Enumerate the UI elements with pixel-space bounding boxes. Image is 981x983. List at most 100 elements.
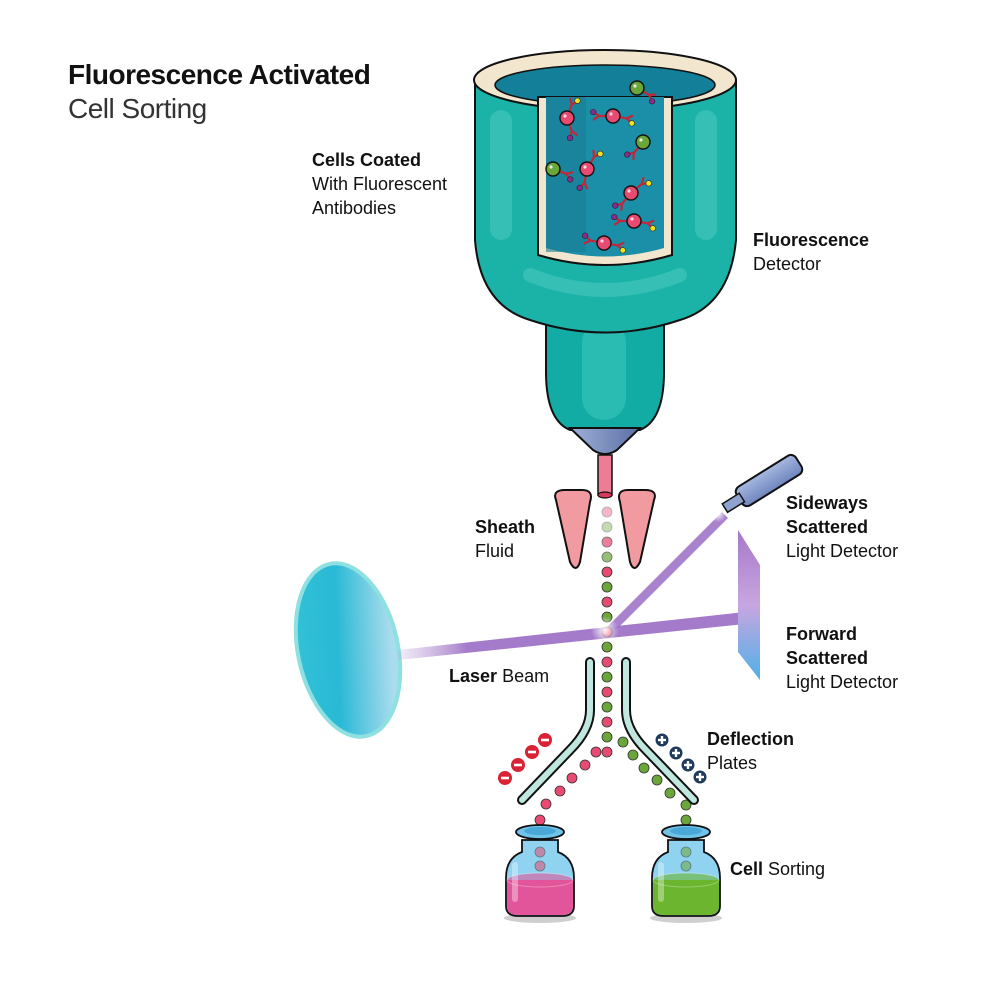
stem-highlight xyxy=(582,320,626,420)
stream-cell-pink xyxy=(601,506,613,518)
green-cell xyxy=(629,80,645,96)
vial-liquid-surface xyxy=(652,872,720,888)
coated-cell xyxy=(611,213,656,232)
vial-cell xyxy=(680,846,692,858)
coated-cell xyxy=(559,97,581,142)
stream-cell-green xyxy=(601,551,613,563)
vial-highlight xyxy=(512,862,518,902)
cell-highlight xyxy=(600,239,604,243)
stream-cell-pink xyxy=(601,596,613,608)
antibody-arm xyxy=(592,149,596,157)
label-laser-bold: Laser xyxy=(449,666,498,686)
cell-highlight xyxy=(563,114,567,118)
stream-cell-green xyxy=(601,521,613,533)
vial-liquid xyxy=(507,880,573,915)
label-sideways-regular: Light Detector xyxy=(786,541,899,561)
fluorescent-tag xyxy=(624,151,631,158)
bowl-highlight-bottom xyxy=(523,268,687,297)
deflection-plate-left-fill xyxy=(519,659,593,803)
cell-highlight xyxy=(630,217,634,221)
label-deflection-plates: Deflection Plates xyxy=(707,727,794,775)
vial-opening xyxy=(524,827,556,835)
fluorescent-tag xyxy=(628,120,635,127)
stream-cell-pink xyxy=(601,656,613,668)
label-forward-bold-1: Forward xyxy=(786,624,858,644)
label-fluorescence-detector-regular: Detector xyxy=(753,254,822,274)
fluorescent-tag xyxy=(597,150,604,157)
label-sheath-fluid-bold: Sheath xyxy=(475,517,536,537)
label-laser-regular: Beam xyxy=(502,666,550,686)
label-cells-coated: Cells Coated With Fluorescent Antibodies xyxy=(312,148,447,220)
stream-cell-green xyxy=(601,671,613,683)
cell-stream xyxy=(534,506,692,839)
label-cells-coated-line2: With Fluorescent xyxy=(312,174,448,194)
stream-cell-green xyxy=(601,701,613,713)
plus-sign-v xyxy=(698,773,702,781)
fluorescent-tag xyxy=(612,202,619,209)
positive-charge-icon xyxy=(681,758,695,772)
fluorescent-tag xyxy=(576,184,583,191)
deflection-plate-right-fill xyxy=(623,659,697,803)
minus-sign xyxy=(528,750,536,754)
fluorescence-detector xyxy=(473,49,737,455)
bowl-highlight-left xyxy=(490,110,512,240)
sheath-fluid-right xyxy=(618,489,656,569)
sideways-detector-glow xyxy=(710,506,726,522)
label-fluorescence-detector: Fluorescence Detector xyxy=(753,228,869,276)
antibody-arm xyxy=(640,176,645,185)
plus-sign-v xyxy=(674,749,678,757)
fluorescent-tag xyxy=(649,98,656,105)
vial-opening xyxy=(670,827,702,835)
cell-highlight xyxy=(639,138,643,142)
sheath-fluid-left xyxy=(554,489,592,569)
fluorescent-tag xyxy=(590,108,597,116)
antibody-arm xyxy=(583,239,591,245)
deflected-cell-pink xyxy=(554,785,566,797)
deflected-cell-green xyxy=(680,799,692,811)
positive-charge-icon xyxy=(693,770,707,784)
coated-cell xyxy=(582,232,626,254)
antibody-arm xyxy=(592,115,600,121)
sideways-scatter-beam xyxy=(604,512,728,636)
bowl-highlight-right xyxy=(695,110,717,240)
label-sheath-fluid: Sheath Fluid xyxy=(475,515,535,563)
stream-cell-green xyxy=(601,581,613,593)
green-cell xyxy=(545,161,561,177)
deflected-cell-green xyxy=(680,814,692,826)
coated-cell xyxy=(629,80,657,105)
cells-in-reservoir xyxy=(545,80,657,254)
label-forward-bold-2: Scattered xyxy=(786,648,869,668)
positive-charge-icon xyxy=(669,746,683,760)
laser-intersection-glow xyxy=(591,616,619,644)
vial-cell xyxy=(680,860,692,872)
cell-highlight xyxy=(627,189,631,193)
coated-cell xyxy=(545,161,574,183)
deflected-cell-pink xyxy=(566,772,578,784)
antibody-arm xyxy=(649,93,657,97)
coated-cell xyxy=(576,149,604,191)
deflected-cell-green xyxy=(627,749,639,761)
label-cell-sorting-bold: Cell xyxy=(730,859,764,879)
fluorescent-tag xyxy=(567,176,574,183)
label-fluorescence-detector-bold: Fluorescence xyxy=(753,230,870,250)
plus-sign-v xyxy=(660,736,664,744)
vial-cell xyxy=(534,860,546,872)
label-sheath-fluid-regular: Fluid xyxy=(475,541,515,561)
vial-highlight xyxy=(658,862,664,902)
fluorescent-tag xyxy=(619,247,626,254)
deflected-cell-pink xyxy=(590,746,602,758)
label-laser-beam: Laser Beam xyxy=(449,664,549,688)
deflected-cell-pink xyxy=(540,798,552,810)
label-forward-regular: Light Detector xyxy=(786,672,899,692)
fluorescent-tag xyxy=(574,97,581,104)
fluorescent-tag xyxy=(566,134,574,142)
vial-liquid xyxy=(653,880,719,915)
vial-green xyxy=(650,824,722,923)
label-forward-scattered: Forward Scattered Light Detector xyxy=(786,622,898,694)
fluorescent-tag xyxy=(611,213,618,221)
stream-cell-green xyxy=(601,731,613,743)
antibody-arm xyxy=(620,203,624,211)
green-cell xyxy=(635,134,651,150)
pink-cell xyxy=(559,110,575,126)
minus-sign xyxy=(514,763,522,767)
